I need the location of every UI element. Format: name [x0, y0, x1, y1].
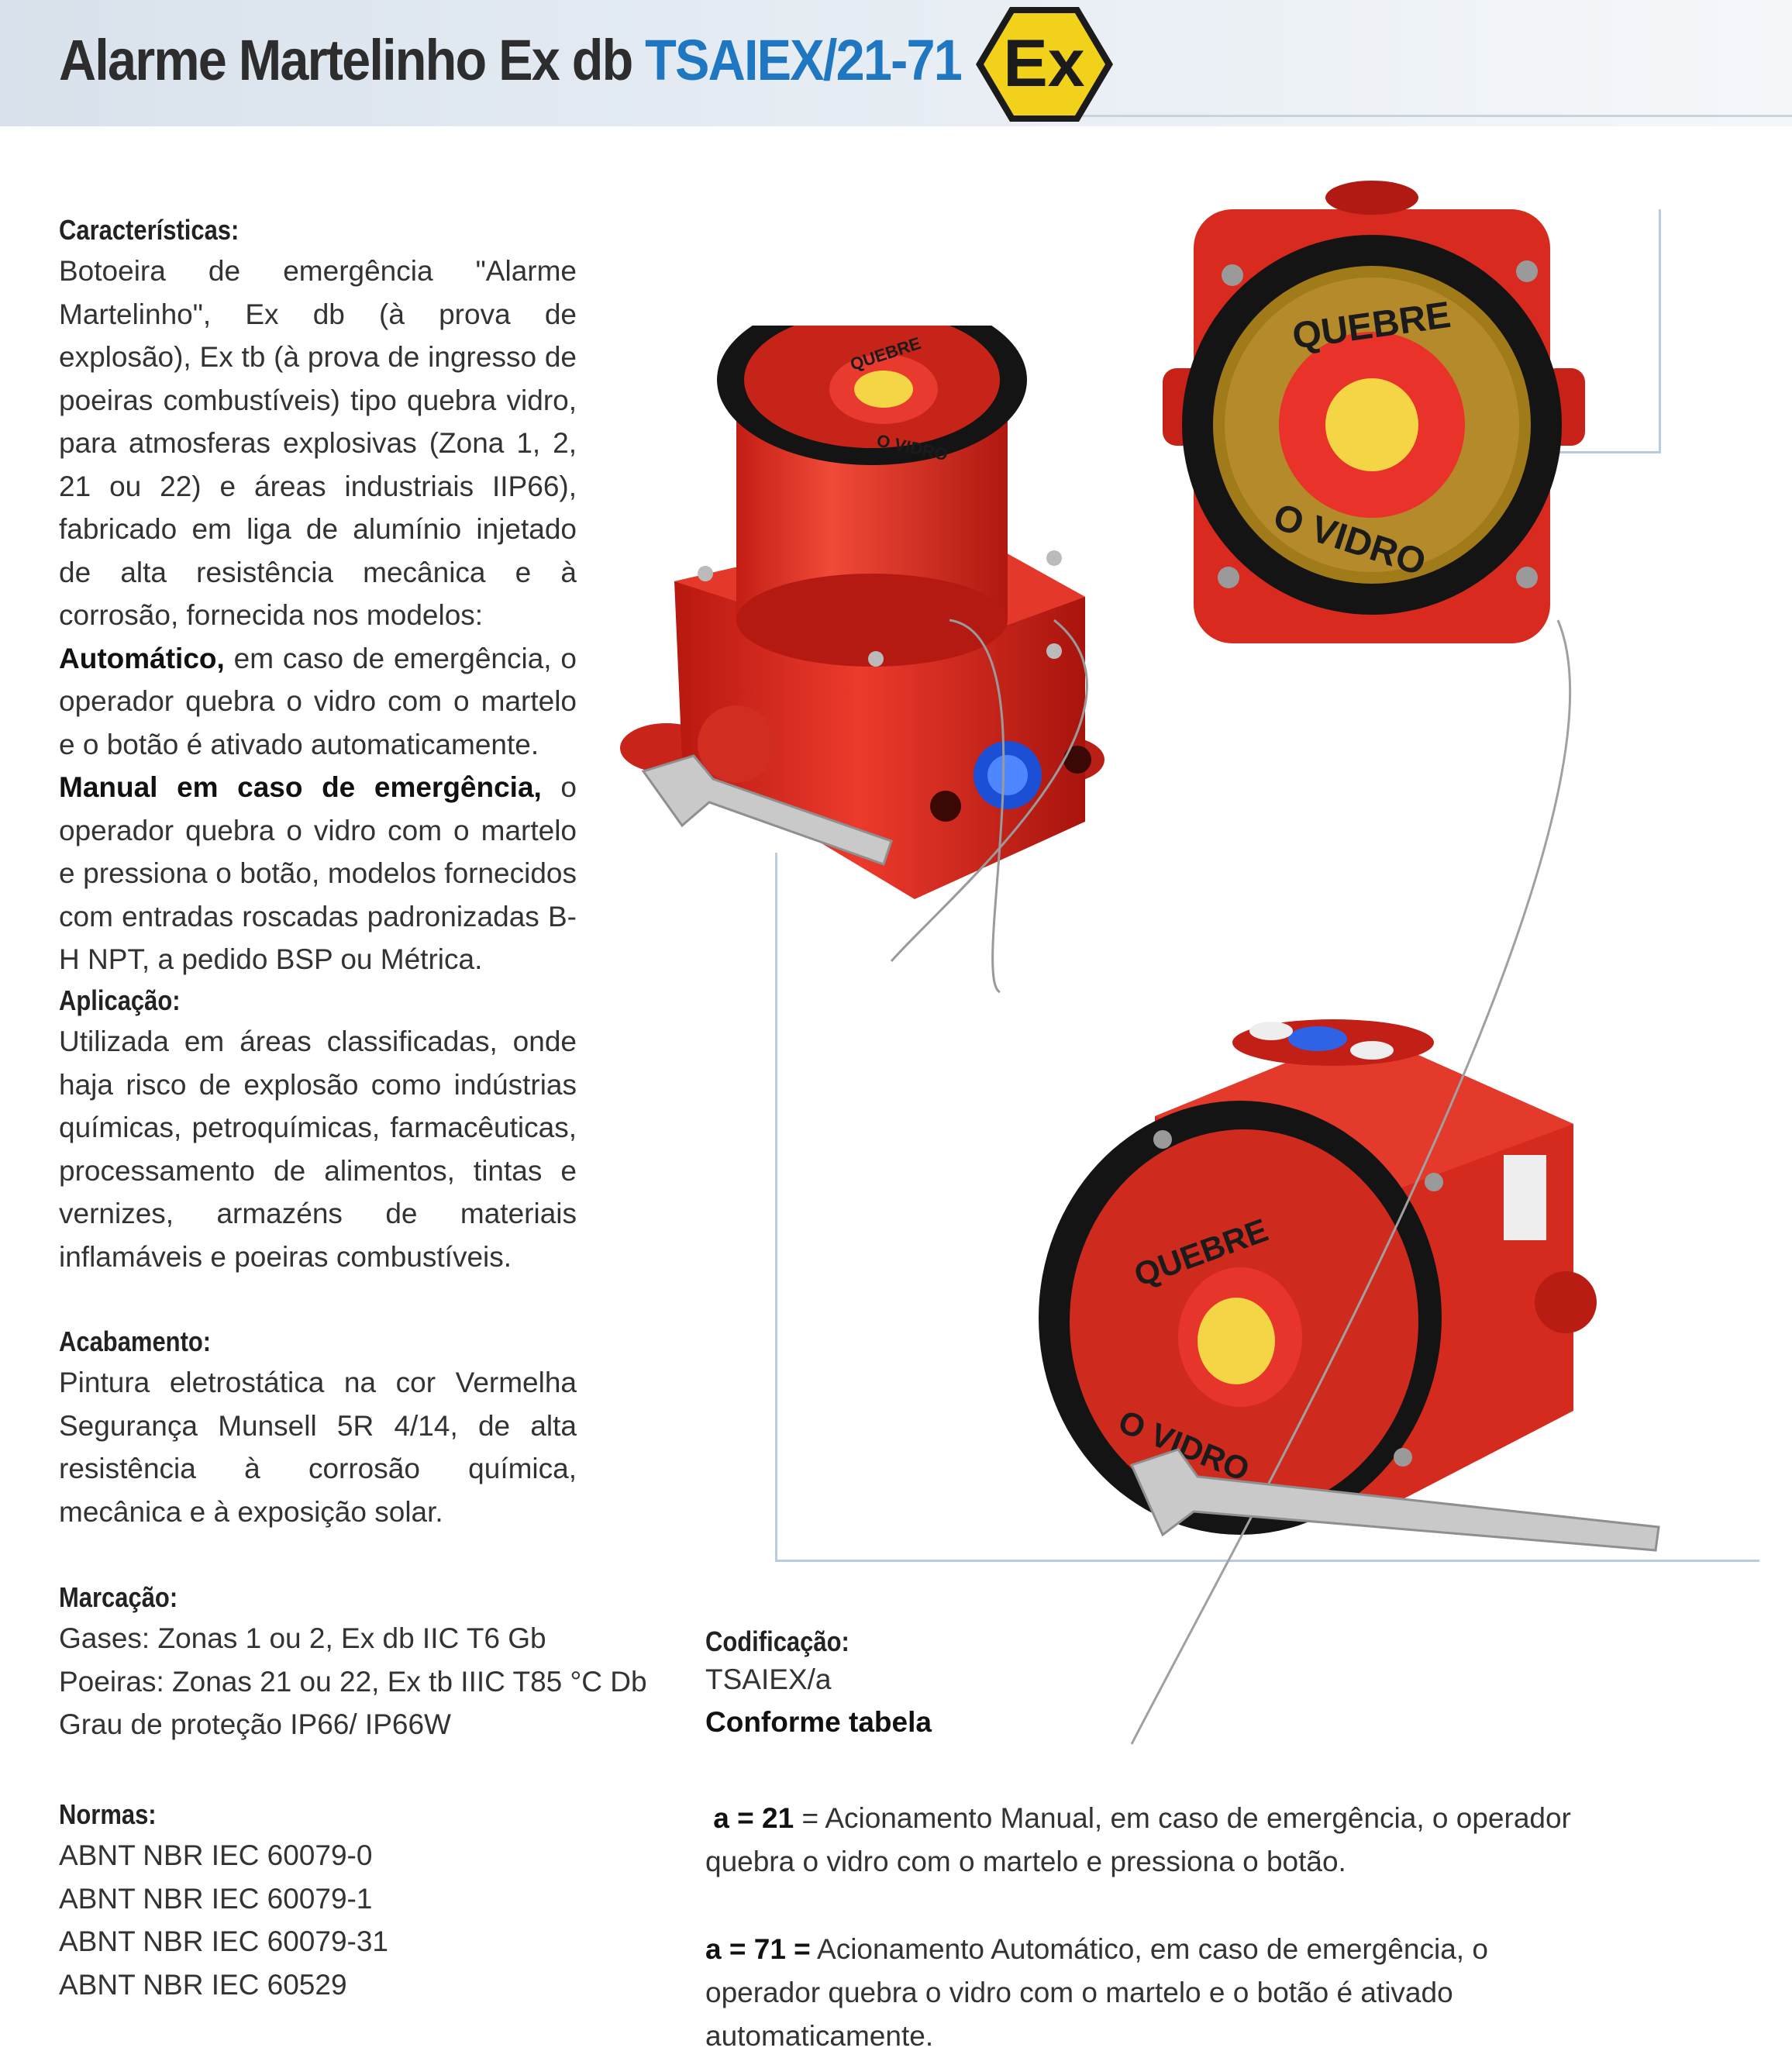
header-band [0, 0, 1792, 126]
header-divider [1070, 115, 1792, 117]
guide-line [1519, 451, 1661, 453]
automatico-text: em caso de emergência, o operador quebra… [59, 642, 577, 760]
product-photo-front: QUEBRE O VIDRO [1163, 181, 1585, 643]
codificacao-table-ref: Conforme tabela [705, 1706, 932, 1738]
guide-line [775, 1560, 1759, 1562]
codificacao-code: TSAIEX/a [705, 1663, 832, 1695]
automatico-label: Automático, [59, 642, 225, 674]
guide-line [775, 853, 777, 1562]
aplicacao-heading: Aplicação: [59, 984, 181, 1016]
section-normas: Normas: ABNT NBR IEC 60079-0 ABNT NBR IE… [59, 1798, 577, 2006]
aplicacao-body: Utilizada em áreas classificadas, onde h… [59, 1026, 577, 1273]
acabamento-heading: Acabamento: [59, 1325, 212, 1357]
ex-logo-text: Ex [1003, 26, 1084, 101]
normas-line: ABNT NBR IEC 60079-0 [59, 1839, 373, 1871]
marcacao-heading: Marcação: [59, 1581, 178, 1613]
title-main: Alarme Martelinho Ex db [59, 28, 646, 92]
marcacao-line: Poeiras: Zonas 21 ou 22, Ex tb IIIC T85 … [59, 1665, 647, 1698]
guide-line [1659, 209, 1661, 453]
product-photo-angled: QUEBRE O VIDRO [1039, 1019, 1597, 1535]
normas-heading: Normas: [59, 1798, 157, 1830]
option-71-label: a = 71 = [705, 1933, 811, 1965]
option-71-text: Acionamento Automático, em caso de emerg… [705, 1933, 1488, 2052]
option-21-text: = Acionamento Manual, em caso de emergên… [705, 1802, 1571, 1877]
marcacao-line: Gases: Zonas 1 ou 2, Ex db IIC T6 Gb [59, 1622, 546, 1654]
codificacao-heading: Codificação: [705, 1625, 849, 1657]
caracteristicas-automatico: Automático, em caso de emergência, o ope… [59, 637, 577, 767]
caracteristicas-body: Botoeira de emergência "Alarme Martelinh… [59, 255, 577, 631]
hammer-cables [641, 619, 1660, 1745]
marcacao-line: Grau de proteção IP66/ IP66W [59, 1708, 451, 1740]
normas-line: ABNT NBR IEC 60079-31 [59, 1925, 389, 1957]
normas-line: ABNT NBR IEC 60529 [59, 1968, 347, 2001]
section-acabamento: Acabamento: Pintura eletrostática na cor… [59, 1325, 577, 1533]
acabamento-body: Pintura eletrostática na cor Vermelha Se… [59, 1367, 577, 1528]
hammer-icon [1129, 1448, 1660, 1552]
option-21-label: a = 21 [713, 1802, 794, 1834]
caracteristicas-heading: Características: [59, 214, 240, 246]
section-aplicacao: Aplicação: Utilizada em áreas classifica… [59, 984, 577, 1278]
hammer-icon [641, 754, 893, 866]
page-title: Alarme Martelinho Ex db TSAIEX/21-71 [59, 27, 963, 105]
caracteristicas-manual: Manual em caso de emergência, o operador… [59, 766, 577, 981]
normas-line: ABNT NBR IEC 60079-1 [59, 1882, 373, 1915]
option-21: a = 21 = Acionamento Manual, em caso de … [705, 1797, 1589, 1884]
manual-label: Manual em caso de emergência, [59, 771, 542, 803]
option-71: a = 71 = Acionamento Automático, em caso… [705, 1928, 1589, 2058]
title-model: TSAIEX/21-71 [645, 28, 963, 92]
section-marcacao: Marcação: Gases: Zonas 1 ou 2, Ex db IIC… [59, 1581, 647, 1746]
manual-text: o operador quebra o vidro com o martelo … [59, 771, 577, 975]
section-codificacao: Codificação: TSAIEX/a Conforme tabela [705, 1625, 1589, 1743]
product-photo-cylinder: QUEBRE O VIDRO [620, 326, 1104, 899]
section-caracteristicas: Características: Botoeira de emergência … [59, 214, 577, 981]
ex-atex-logo: Ex [976, 7, 1113, 122]
